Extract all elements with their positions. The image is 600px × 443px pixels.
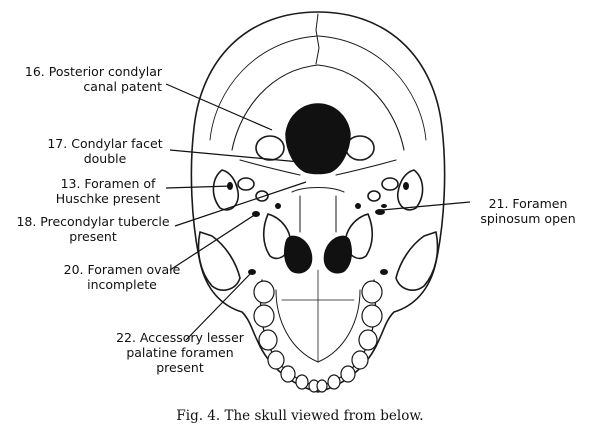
label-posterior-condylar-canal: 16. Posterior condylar canal patent — [24, 64, 162, 94]
label-foramen-of-huschke: 13. Foramen of Huschke present — [55, 176, 161, 206]
label-condylar-facet: 17. Condylar facet double — [47, 136, 163, 166]
leader-13 — [165, 185, 233, 189]
label-accessory-lesser-palatine: 22. Accessory lesser palatine foramen pr… — [116, 330, 244, 375]
label-precondylar-tubercle: 18. Precondylar tubercle present — [16, 214, 170, 244]
skull-outline — [190, 11, 446, 393]
leader-20 — [169, 213, 257, 271]
leader-21 — [381, 201, 471, 211]
label-foramen-spinosum: 21. Foramen spinosum open — [480, 196, 576, 226]
label-foramen-ovale: 20. Foramen ovale incomplete — [63, 262, 181, 292]
leader-22 — [185, 271, 253, 341]
figure-caption: Fig. 4. The skull viewed from below. — [176, 408, 424, 424]
foramen-magnum — [285, 103, 351, 175]
choana-right — [323, 235, 352, 274]
leader-18 — [174, 181, 307, 227]
leader-16 — [165, 83, 273, 131]
leader-17 — [169, 149, 301, 163]
choana-left — [284, 235, 313, 274]
